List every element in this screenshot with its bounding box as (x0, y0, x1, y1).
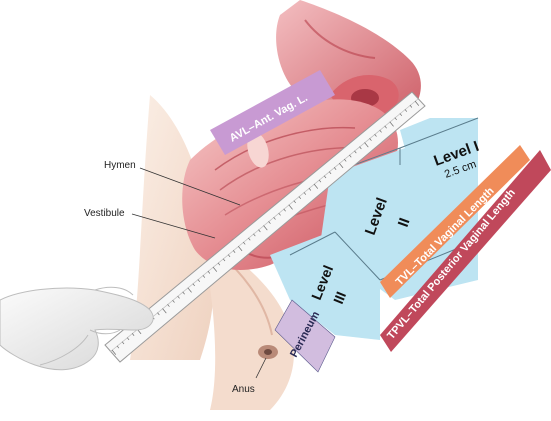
hymen-label: Hymen (104, 160, 136, 171)
anus-label: Anus (232, 384, 255, 395)
vestibule-label: Vestibule (84, 208, 125, 219)
anus-illustration (258, 345, 278, 359)
gloved-hand-illustration (0, 287, 153, 369)
